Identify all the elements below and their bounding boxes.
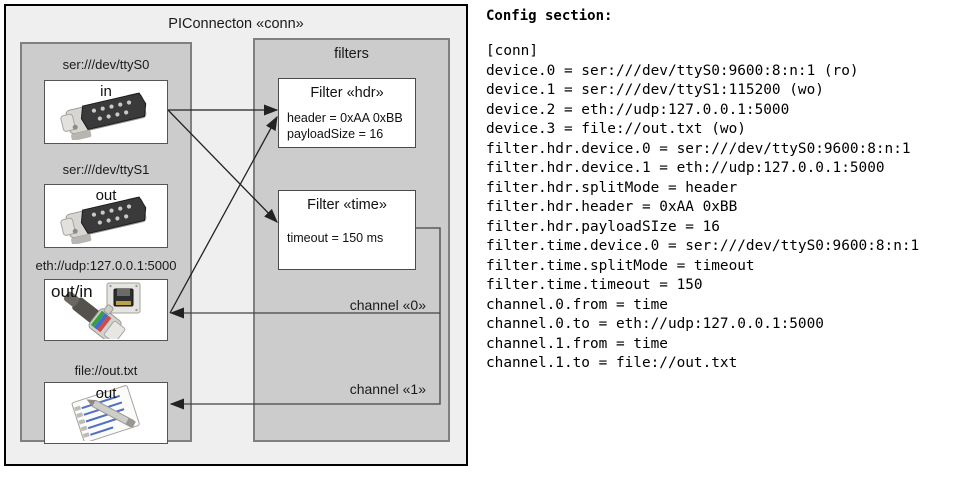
device-box-ttys0[interactable]: in: [44, 80, 168, 144]
config-line: [conn]: [486, 43, 538, 59]
config-line: filter.time.splitMode = timeout: [486, 257, 755, 274]
diagram-panel: PIConnecton «conn» ser:///dev/ttyS0: [0, 0, 478, 484]
device-label-eth: eth://udp:127.0.0.1:5000: [35, 258, 177, 273]
device-label-ttys0: ser:///dev/ttyS0: [62, 57, 150, 72]
config-heading: Config section:: [486, 8, 613, 24]
channel-label-1: channel «1»: [349, 381, 426, 397]
device-direction-ttys0: in: [100, 83, 112, 100]
config-line: filter.hdr.device.1 = eth://udp:127.0.0.…: [486, 160, 885, 176]
config-line: channel.1.from = time: [486, 335, 668, 352]
config-line: filter.time.timeout = 150: [486, 277, 703, 293]
config-line: device.0 = ser:///dev/ttyS0:9600:8:n:1 (…: [486, 62, 859, 79]
config-line: channel.0.to = eth://udp:127.0.0.1:5000: [486, 316, 824, 332]
serial-port-icon: [45, 185, 167, 247]
config-line: channel.0.from = time: [486, 296, 668, 313]
config-line: filter.time.device.0 = ser:///dev/ttyS0:…: [486, 238, 920, 254]
device-label-ttys1: ser:///dev/ttyS1: [62, 162, 150, 177]
config-lines: [conn] device.0 = ser:///dev/ttyS0:9600:8…: [486, 42, 919, 374]
device-label-file: file://out.txt: [74, 363, 138, 378]
channel-label-0: channel «0»: [349, 297, 426, 313]
device-box-file[interactable]: out: [44, 382, 168, 444]
filter-prop-time-timeout: timeout = 150 ms: [287, 231, 384, 245]
config-line: filter.hdr.payloadSIze = 16: [486, 218, 720, 235]
page-title: PIConnecton «conn»: [168, 16, 304, 32]
filter-title-hdr: Filter «hdr»: [310, 85, 384, 101]
device-box-eth[interactable]: out/in: [44, 279, 168, 341]
config-line: device.2 = eth://udp:127.0.0.1:5000: [486, 101, 790, 118]
serial-port-icon: [45, 81, 167, 143]
config-line: filter.hdr.header = 0xAA 0xBB: [486, 199, 738, 215]
ethernet-jack-icon: [45, 280, 167, 340]
filter-prop-hdr-header: header = 0xAA 0xBB: [287, 111, 403, 125]
filter-box-time[interactable]: Filter «time» timeout = 150 ms: [278, 190, 416, 270]
device-direction-eth: out/in: [51, 282, 93, 301]
device-direction-file: out: [95, 385, 117, 402]
device-box-ttys1[interactable]: out: [44, 184, 168, 248]
filter-prop-hdr-payloadsize: payloadSize = 16: [287, 127, 384, 141]
config-line: filter.hdr.splitMode = header: [486, 179, 738, 196]
config-line: device.1 = ser:///dev/ttyS1:115200 (wo): [486, 82, 824, 98]
filters-group-title: filters: [334, 46, 369, 62]
config-line: filter.hdr.device.0 = ser:///dev/ttyS0:9…: [486, 140, 911, 157]
config-line: channel.1.to = file://out.txt: [486, 355, 738, 371]
config-panel: Config section: [conn] device.0 = ser:///…: [482, 0, 964, 484]
notepad-pencil-icon: [45, 383, 167, 443]
config-line: device.3 = file://out.txt (wo): [486, 121, 746, 137]
filter-box-hdr[interactable]: Filter «hdr» header = 0xAA 0xBB payloadS…: [278, 78, 416, 148]
filter-title-time: Filter «time»: [307, 197, 387, 213]
device-direction-ttys1: out: [95, 187, 117, 204]
